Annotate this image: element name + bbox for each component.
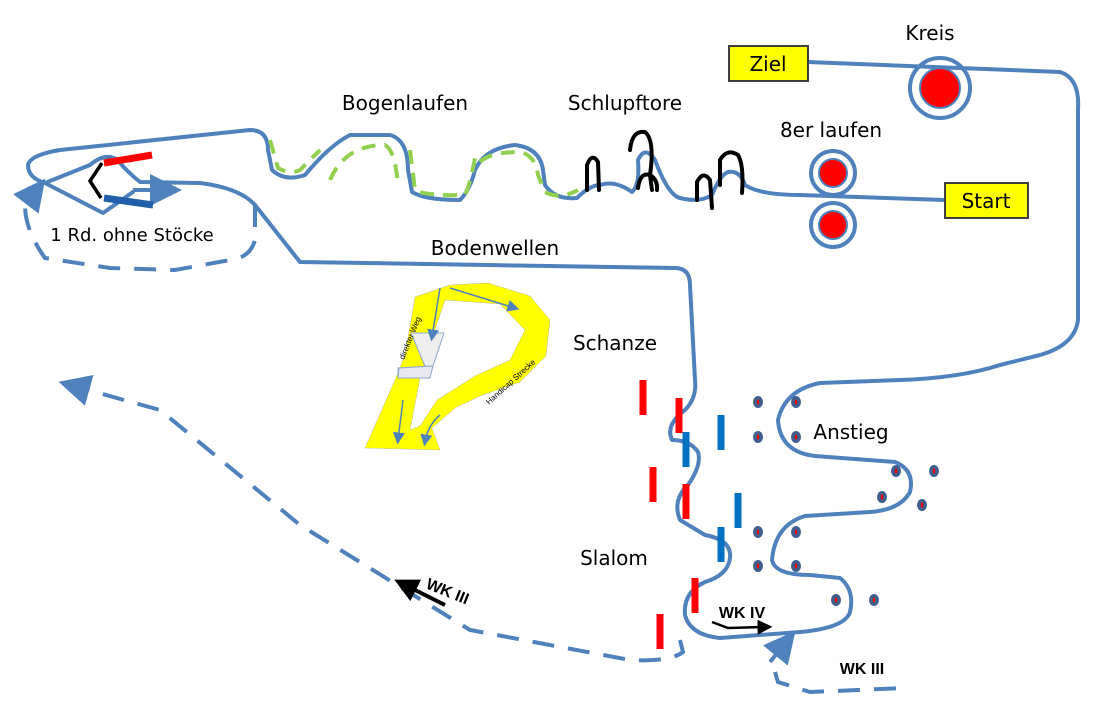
schlupftore-gates: [585, 129, 745, 210]
no-poles-loop: [13, 178, 257, 273]
ziel-label: Ziel: [749, 52, 786, 76]
marker-dot-center: [932, 468, 936, 474]
schanze-label: Schanze: [573, 331, 657, 355]
bodenwellen-label: Bodenwellen: [431, 236, 559, 260]
marker-dot-center: [756, 434, 760, 440]
schlupftore-label: Schlupftore: [568, 91, 682, 115]
marker-dot-center: [920, 502, 924, 508]
marker-dot-center: [756, 529, 760, 535]
marker-dot-center: [756, 399, 760, 405]
wk3-left-label: WK III: [424, 576, 472, 608]
slalom-label: Slalom: [580, 546, 648, 570]
bogenlaufen-label: Bogenlaufen: [342, 91, 468, 115]
main-track: [26, 60, 1081, 640]
red-marker: [103, 151, 153, 167]
ziel-box: Ziel: [728, 45, 809, 82]
wk3-arrow-icon: [762, 630, 796, 666]
start-box: Start: [944, 182, 1029, 219]
black-connector: [87, 162, 104, 199]
wk3-direction-arrow-icon: [394, 579, 446, 607]
marker-dot-center: [794, 529, 798, 535]
wk4-label: WK IV: [719, 605, 766, 622]
marker-dot-center: [834, 597, 838, 603]
figure-eight-markers: [809, 149, 857, 249]
kreis-label: Kreis: [905, 21, 954, 45]
marker-dot-center: [794, 434, 798, 440]
anstieg-markers: [753, 396, 939, 606]
marker-dot-center: [894, 468, 898, 474]
marker-dot-center: [872, 597, 876, 603]
bogenlaufen-line: [268, 139, 579, 198]
wk3-return-path: [58, 374, 686, 663]
marker-dot-center: [880, 494, 884, 500]
wk3-bottom-label: WK III: [840, 661, 884, 678]
achter-laufen-label: 8er laufen: [780, 118, 882, 142]
wk3-start-path: [773, 671, 906, 695]
marker-dot-center: [756, 563, 760, 569]
blue-marker: [103, 194, 154, 209]
marker-dot-center: [794, 399, 798, 405]
start-label: Start: [962, 189, 1011, 213]
anstieg-label: Anstieg: [813, 420, 888, 444]
handicap-area: direkter Weg Handicap Strecke: [364, 282, 551, 451]
ohne-stoecke-label: 1 Rd. ohne Stöcke: [50, 225, 213, 246]
wk4-direction-arrow-icon: [711, 619, 773, 635]
kreis-marker: [908, 56, 972, 120]
marker-dot-center: [794, 563, 798, 569]
slalom-gates: [639, 380, 742, 649]
